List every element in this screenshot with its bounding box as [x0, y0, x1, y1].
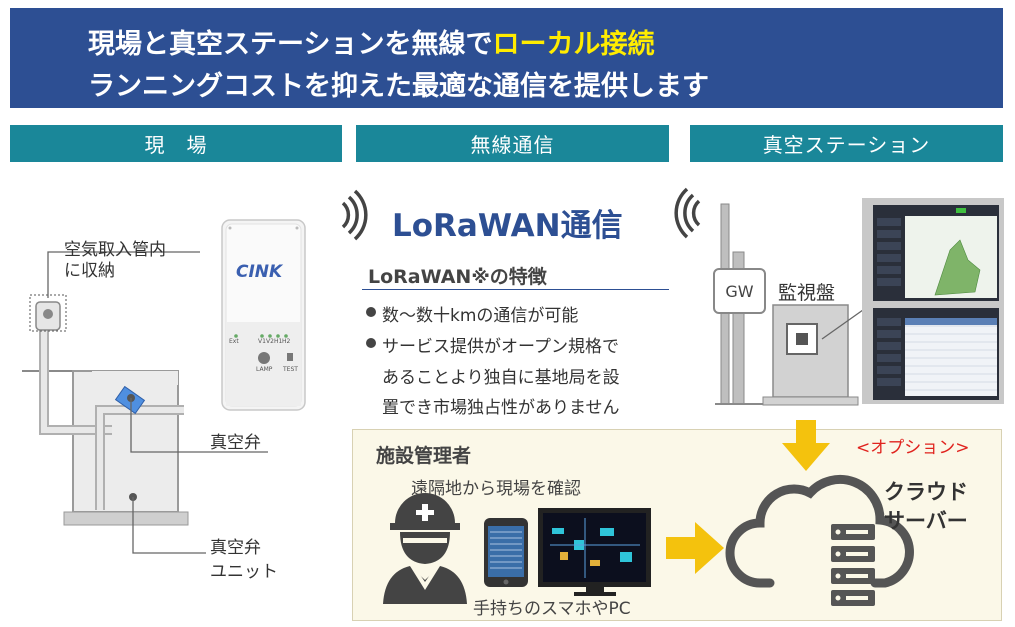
- device-indicator-h2: H2: [282, 338, 291, 345]
- cloud-label-2: サーバー: [884, 509, 968, 533]
- features-title: LoRaWAN※の特徴: [368, 266, 547, 288]
- header-line-2: ランニングコストを抑えた最適な通信を提供します: [88, 71, 709, 102]
- valve-pit-illustration: [22, 251, 268, 554]
- arrow-down-icon: [782, 420, 830, 471]
- device-indicator-h1: H1: [274, 338, 283, 345]
- worker-helmet-icon: [383, 493, 467, 604]
- monitor-panel-label: 監視盤: [778, 282, 836, 304]
- bullet-dot: [366, 338, 376, 348]
- bullet-dot: [366, 307, 376, 317]
- valve-unit-label-1: 真空弁: [210, 538, 261, 558]
- monitoring-screen-lower: [873, 308, 999, 400]
- arrow-right-icon: [666, 522, 724, 574]
- feature-bullet-1: 数～数十kmの通信が可能: [382, 306, 579, 326]
- lora-device: [221, 219, 306, 411]
- signal-waves-right-icon: [674, 187, 701, 239]
- section-tab-wireless: 無線通信: [356, 125, 669, 162]
- device-indicator-ext: Ext: [229, 338, 239, 345]
- facility-manager-title: 施設管理者: [376, 445, 472, 467]
- device-indicator-v2: V2: [266, 338, 274, 345]
- section-tab-site: 現 場: [10, 125, 342, 162]
- header-banner: 現場と真空ステーションを無線でローカル接続 ランニングコストを抑えた最適な通信を…: [10, 8, 1003, 108]
- feature-bullet-2-line-3: 置でき市場独占性がありません: [382, 398, 620, 418]
- gateway-label: GW: [725, 282, 754, 301]
- option-label: <オプション>: [856, 438, 970, 458]
- cloud-server-icon: [725, 475, 914, 606]
- feature-bullet-2-line-2: あることより独自に基地局を設: [382, 368, 620, 388]
- valve-label: 真空弁: [210, 433, 261, 453]
- pc-monitor-icon: [538, 508, 651, 596]
- gateway-antenna: [713, 203, 858, 405]
- device-indicator-v1: V1: [258, 338, 266, 345]
- cloud-label-1: クラウド: [884, 480, 968, 504]
- monitoring-panel-cabinet: [762, 304, 871, 406]
- device-brand-logo: CINK: [236, 262, 283, 282]
- section-tab-station: 真空ステーション: [690, 125, 1003, 162]
- remote-check-label: 遠隔地から現場を確認: [411, 479, 581, 499]
- lorawan-title: LoRaWAN通信: [392, 208, 623, 244]
- devices-caption: 手持ちのスマホやPC: [473, 599, 631, 619]
- header-highlight: ローカル接続: [492, 29, 655, 60]
- signal-waves-left-icon: [341, 189, 368, 241]
- air-intake-label-2: に収納: [64, 261, 115, 281]
- header-line-1-text: 現場と真空ステーションを無線で: [88, 29, 493, 60]
- valve-unit-label-2: ユニット: [210, 562, 278, 582]
- device-test-label: TEST: [283, 366, 298, 373]
- header-line-1: 現場と真空ステーションを無線でローカル接続: [88, 22, 654, 61]
- smartphone-icon: [484, 518, 528, 587]
- air-intake-label-1: 空気取入管内: [64, 240, 166, 260]
- device-lamp-label: LAMP: [256, 366, 273, 373]
- features-underline: [362, 289, 669, 290]
- feature-bullet-2-line-1: サービス提供がオープン規格で: [382, 337, 619, 357]
